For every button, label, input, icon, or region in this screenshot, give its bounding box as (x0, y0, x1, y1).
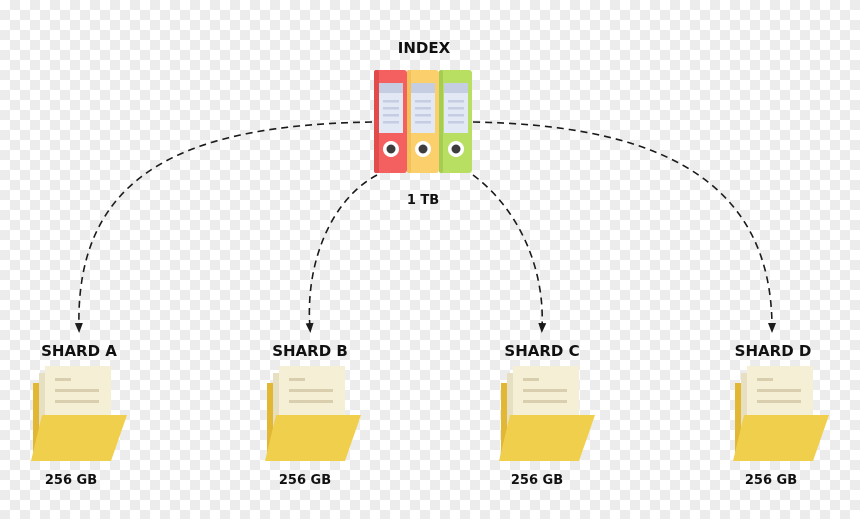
shard-b: SHARD B 256 GB (265, 342, 361, 488)
connectors (74, 121, 776, 333)
shard-c-label: SHARD C (504, 342, 579, 360)
folder-icon (31, 366, 127, 461)
folder-icon (733, 366, 829, 461)
shard-b-label: SHARD B (272, 342, 348, 360)
index-label: INDEX (398, 39, 451, 57)
connector-shard-b (305, 174, 378, 333)
shard-d: SHARD D 256 GB (733, 342, 829, 488)
connector-shard-c (472, 174, 547, 333)
binder-red (374, 70, 407, 173)
shard-c-size: 256 GB (511, 473, 563, 488)
shard-a-size: 256 GB (45, 473, 97, 488)
shard-a-label: SHARD A (41, 342, 117, 360)
shard-b-size: 256 GB (279, 473, 331, 488)
connector-shard-a (74, 121, 373, 333)
shard-c: SHARD C 256 GB (499, 342, 595, 488)
binders-icon (374, 70, 472, 173)
index-size: 1 TB (407, 193, 439, 208)
folder-icon (499, 366, 595, 461)
binder-yellow (407, 70, 439, 173)
shard-d-label: SHARD D (735, 342, 812, 360)
binder-green (439, 70, 472, 173)
shard-a: SHARD A 256 GB (31, 342, 127, 488)
shard-d-size: 256 GB (745, 473, 797, 488)
connector-shard-d (472, 121, 776, 333)
folder-icon (265, 366, 361, 461)
